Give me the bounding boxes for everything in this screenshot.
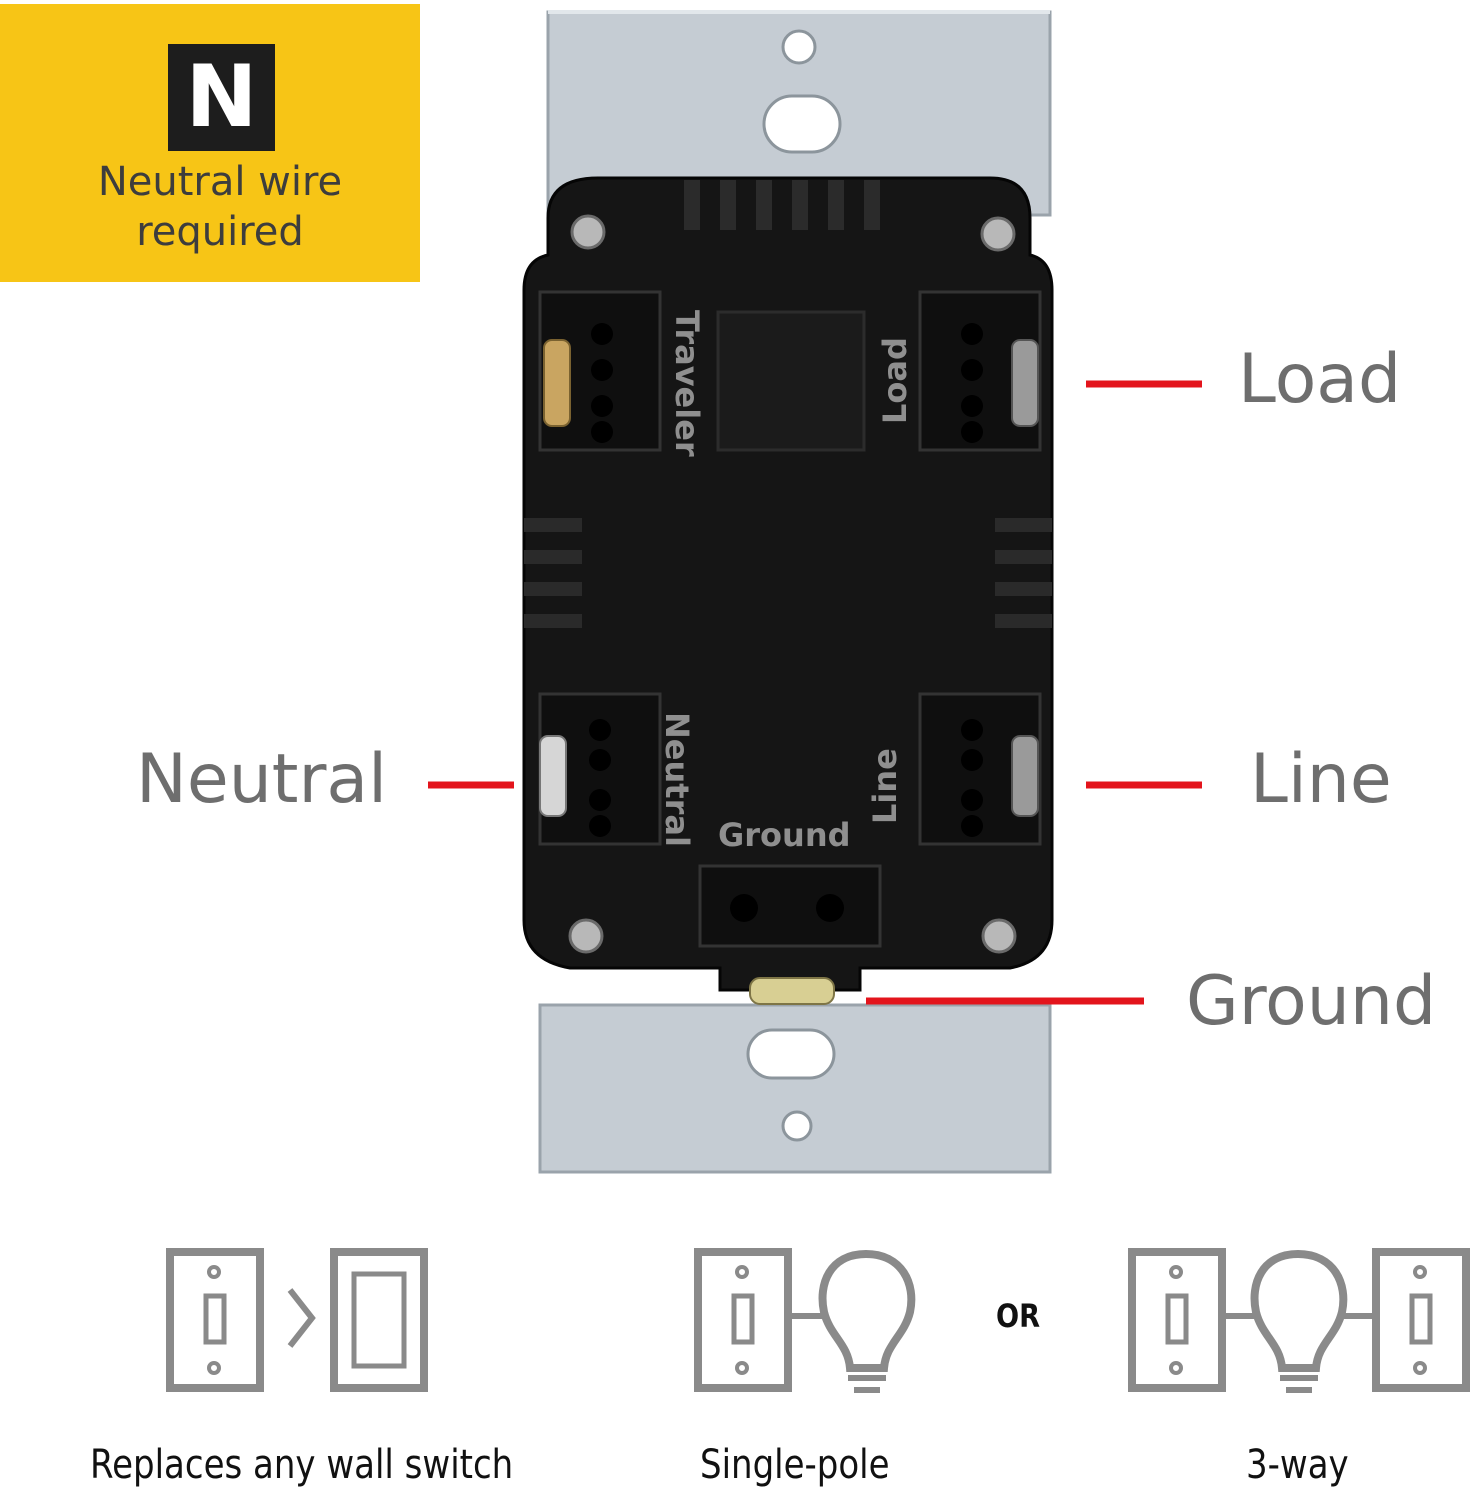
badge-line-2: required: [136, 209, 304, 255]
callout-neutral: Neutral: [136, 740, 387, 819]
single-pole-label: Single-pole: [700, 1442, 890, 1488]
device-label-traveler: Traveler: [668, 310, 706, 457]
callout-ground: Ground: [1186, 962, 1437, 1041]
device-label-ground: Ground: [718, 816, 851, 854]
bottom-icons: [166, 1248, 1470, 1393]
chevron-right-icon: [287, 1288, 316, 1348]
callout-line: Line: [1250, 740, 1392, 819]
callout-load: Load: [1238, 340, 1402, 419]
replaces-label: Replaces any wall switch: [90, 1442, 514, 1488]
device-label-load: Load: [876, 337, 914, 424]
device-label-line: Line: [866, 748, 904, 824]
neutral-n-icon: N: [168, 44, 275, 151]
neutral-terminal: [538, 692, 662, 846]
single-pole-switch-icon: [694, 1248, 792, 1392]
mounting-strap-top: [546, 10, 1052, 217]
line-terminal: [918, 692, 1042, 846]
smart-switch-icon: [330, 1248, 428, 1392]
three-way-light-bulb-icon: [1250, 1249, 1348, 1393]
traveler-terminal: [538, 290, 662, 452]
neutral-wire-badge: N Neutral wire required: [0, 4, 420, 282]
three-way-label: 3-way: [1246, 1442, 1349, 1488]
badge-text: Neutral wire required: [60, 157, 380, 257]
device-label-neutral: Neutral: [658, 712, 696, 847]
smart-switch-device: Traveler Load Neutral Line Ground: [428, 10, 1202, 1174]
mounting-strap-bottom: [538, 1003, 1052, 1174]
or-label: OR: [996, 1297, 1041, 1335]
ground-terminal: [698, 864, 882, 1005]
toggle-switch-icon: [166, 1248, 264, 1392]
three-way-switch-right-icon: [1372, 1248, 1470, 1392]
three-way-switch-left-icon: [1128, 1248, 1226, 1392]
light-bulb-icon: [818, 1249, 916, 1393]
badge-line-1: Neutral wire: [97, 159, 343, 205]
load-terminal: [918, 290, 1042, 452]
